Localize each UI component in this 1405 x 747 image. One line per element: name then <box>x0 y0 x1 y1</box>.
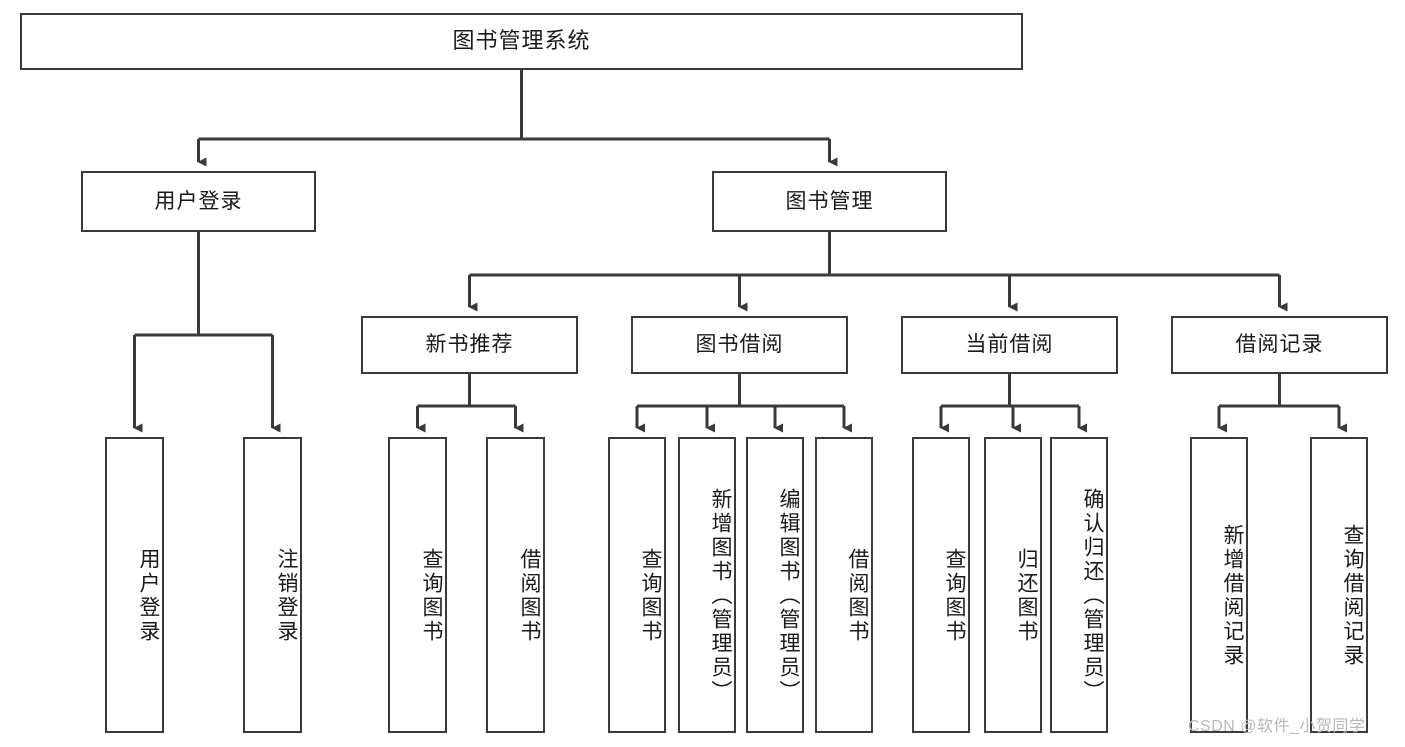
leaf-borrow-add-book-admin[interactable]: 新增图书（管理员） <box>678 437 736 733</box>
leaf-recommend-query-book[interactable]: 查询图书 <box>388 437 447 733</box>
node-root[interactable]: 图书管理系统 <box>20 13 1023 70</box>
leaf-current-confirm-return-admin[interactable]: 确认归还（管理员） <box>1050 437 1108 733</box>
leaf-user-login[interactable]: 用户登录 <box>105 437 164 733</box>
leaf-borrow-query-book[interactable]: 查询图书 <box>608 437 666 733</box>
node-book-borrowing[interactable]: 图书借阅 <box>631 316 848 374</box>
csdn-watermark: CSDN @软件_小贺同学 <box>1188 718 1366 735</box>
node-borrowing-record[interactable]: 借阅记录 <box>1171 316 1388 374</box>
leaf-record-query-borrow-record[interactable]: 查询借阅记录 <box>1310 437 1368 733</box>
node-user-login[interactable]: 用户登录 <box>81 171 316 232</box>
node-current-borrowing[interactable]: 当前借阅 <box>901 316 1118 374</box>
leaf-current-return-book[interactable]: 归还图书 <box>984 437 1042 733</box>
node-new-book-recommendation[interactable]: 新书推荐 <box>361 316 578 374</box>
leaf-borrow-edit-book-admin[interactable]: 编辑图书（管理员） <box>746 437 804 733</box>
leaf-recommend-borrow-book[interactable]: 借阅图书 <box>486 437 545 733</box>
leaf-current-query-book[interactable]: 查询图书 <box>912 437 970 733</box>
node-book-management[interactable]: 图书管理 <box>712 171 947 232</box>
leaf-user-logout[interactable]: 注销登录 <box>243 437 302 733</box>
leaf-record-add-borrow-record[interactable]: 新增借阅记录 <box>1190 437 1248 733</box>
leaf-borrow-borrow-book[interactable]: 借阅图书 <box>815 437 873 733</box>
